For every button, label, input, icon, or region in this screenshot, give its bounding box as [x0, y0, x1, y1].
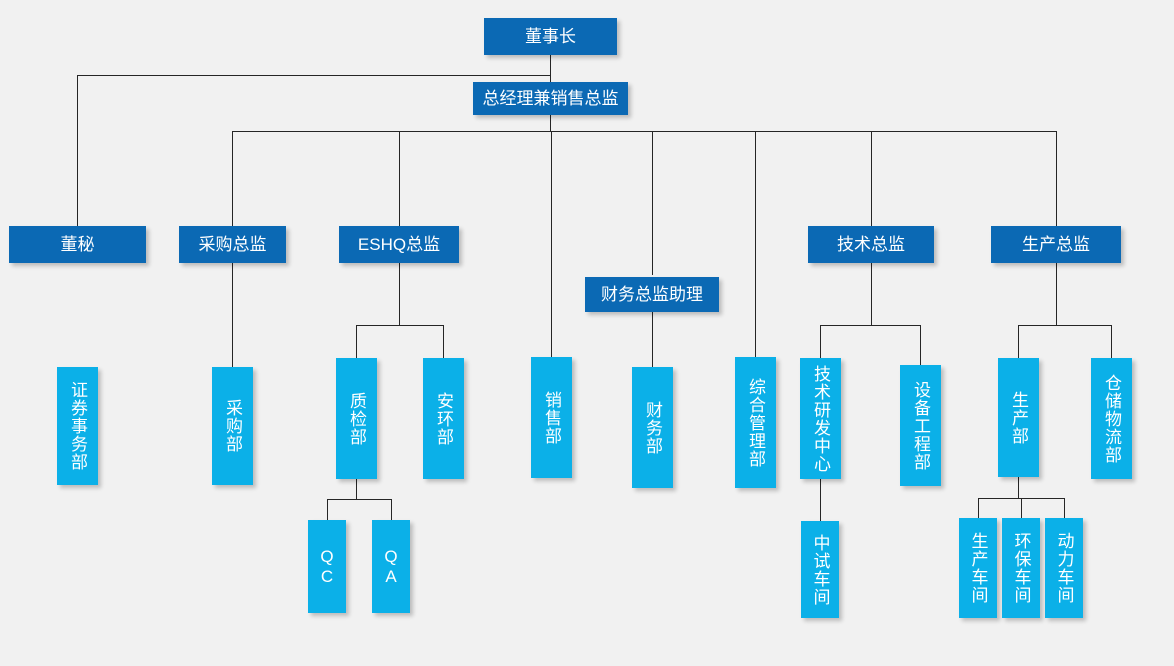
connector-production-bus: [1018, 325, 1111, 326]
node-chairman[interactable]: 董事长: [484, 18, 617, 55]
connector-secretary-stem: [77, 75, 78, 226]
connector-production-director-down: [1056, 262, 1057, 325]
connector-drop-purchasing-director: [232, 131, 233, 226]
connector-eshq-down: [399, 262, 400, 325]
connector-technical-to-equipment: [920, 325, 921, 365]
connector-purchasing-to-dept: [232, 262, 233, 367]
node-finance-dept[interactable]: 财务部: [632, 367, 673, 488]
node-power-workshop[interactable]: 动力车间: [1045, 518, 1083, 618]
connector-drop-finance-assistant: [652, 131, 653, 275]
node-env-workshop[interactable]: 环保车间: [1002, 518, 1040, 618]
connector-quality-to-qa: [391, 499, 392, 520]
connector-eshq-bus: [356, 325, 443, 326]
connector-to-env-workshop: [1021, 498, 1022, 518]
node-equipment-dept[interactable]: 设备工程部: [900, 365, 941, 486]
node-eshq-director[interactable]: ESHQ总监: [339, 226, 459, 263]
connector-drop-eshq-director: [399, 131, 400, 226]
connector-drop-admin-dept: [755, 131, 756, 357]
connector-technical-bus: [820, 325, 920, 326]
node-general-manager[interactable]: 总经理兼销售总监: [473, 82, 628, 115]
connector-eshq-to-safety: [443, 325, 444, 358]
connector-drop-sales-dept: [551, 131, 552, 357]
connector-production-dept-down: [1018, 477, 1019, 498]
node-quality-dept[interactable]: 质检部: [336, 358, 377, 479]
connector-quality-down: [356, 479, 357, 499]
node-technical-director[interactable]: 技术总监: [808, 226, 934, 263]
connector-production-to-dept: [1018, 325, 1019, 358]
connector-technical-down: [871, 262, 872, 325]
node-sales-dept[interactable]: 销售部: [531, 357, 572, 478]
node-production-dept[interactable]: 生产部: [998, 358, 1039, 477]
connector-eshq-to-quality: [356, 325, 357, 358]
connector-quality-to-qc: [327, 499, 328, 520]
node-rd-center[interactable]: 技术研发中心: [800, 358, 841, 479]
node-securities-dept[interactable]: 证券事务部: [57, 367, 98, 485]
connector-technical-to-rd: [820, 325, 821, 358]
connector-gm-down: [550, 114, 551, 132]
node-qc[interactable]: QC: [308, 520, 346, 613]
connector-rd-to-pilot: [820, 479, 821, 521]
node-warehouse-dept[interactable]: 仓储物流部: [1091, 358, 1132, 479]
node-production-director[interactable]: 生产总监: [991, 226, 1121, 263]
connector-chairman-to-secretary: [77, 75, 551, 76]
connector-chairman-down: [550, 54, 551, 76]
node-purchasing-director[interactable]: 采购总监: [179, 226, 286, 263]
node-qa[interactable]: QA: [372, 520, 410, 613]
connector-to-production-workshop: [978, 498, 979, 518]
node-safety-env-dept[interactable]: 安环部: [423, 358, 464, 479]
connector-production-to-warehouse: [1111, 325, 1112, 358]
node-finance-assistant[interactable]: 财务总监助理: [585, 277, 719, 312]
node-board-secretary[interactable]: 董秘: [9, 226, 146, 263]
connector-to-power-workshop: [1064, 498, 1065, 518]
connector-main-bus: [232, 131, 1057, 132]
node-purchasing-dept[interactable]: 采购部: [212, 367, 253, 485]
node-production-workshop[interactable]: 生产车间: [959, 518, 997, 618]
connector-drop-technical-director: [871, 131, 872, 226]
connector-drop-production-director: [1056, 131, 1057, 226]
connector-finance-assistant-to-dept: [652, 312, 653, 367]
node-pilot-workshop[interactable]: 中试车间: [801, 521, 839, 618]
node-admin-dept[interactable]: 综合管理部: [735, 357, 776, 488]
connector-chairman-to-gm: [550, 75, 551, 82]
connector-quality-bus: [327, 499, 391, 500]
